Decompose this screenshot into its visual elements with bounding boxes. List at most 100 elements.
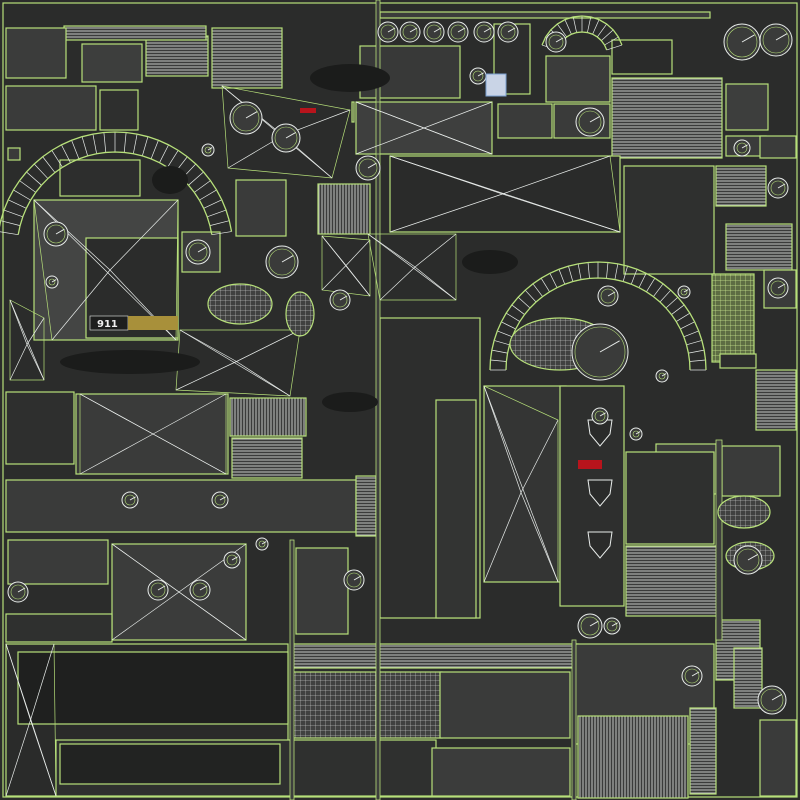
- uv-wire-edge: [483, 492, 522, 583]
- emergency-number-text: 911: [97, 319, 118, 330]
- dash-arc-rib: [638, 273, 647, 288]
- steering-arc-top-rib: [0, 231, 19, 236]
- gauge-ring: [46, 224, 66, 244]
- uv-panel-island: [755, 369, 797, 431]
- gauge-needle: [261, 541, 267, 545]
- uv-panel-island: [5, 479, 357, 533]
- steering-arc-top-rib: [159, 144, 169, 163]
- steering-arc-top-rib: [92, 134, 97, 154]
- dash-arc-rib: [665, 296, 679, 309]
- uv-strip-island: [715, 439, 723, 641]
- uv-wire-edge: [26, 317, 45, 345]
- gauge-ring: [450, 24, 466, 40]
- uv-panel-island: [545, 55, 611, 103]
- gauge-needle: [387, 27, 396, 33]
- uv-panel-island: [291, 671, 443, 739]
- shadow-blob: [322, 392, 378, 412]
- gauge-ring: [426, 24, 442, 40]
- dash-arc-rib: [577, 263, 582, 280]
- gauge-ring: [402, 24, 418, 40]
- gauge-needle: [777, 283, 786, 289]
- gauge-ring: [268, 248, 296, 276]
- uv-wire-edge: [483, 385, 559, 583]
- steering-arc-top-rib: [199, 189, 217, 201]
- uv-wire-edge: [109, 199, 179, 271]
- gauge-ring: [594, 410, 606, 422]
- uv-panel-island: [611, 77, 723, 159]
- uv-panel-island: [5, 85, 97, 131]
- gauge-needle: [555, 37, 564, 43]
- uv-wire-edge: [321, 235, 371, 297]
- uv-panel-island: [5, 391, 75, 465]
- uv-wire-edge: [520, 492, 559, 583]
- uv-wire-edge: [423, 101, 493, 129]
- steering-arc-top-rib: [61, 144, 71, 163]
- dash-arc-rib: [688, 349, 705, 354]
- steering-arc-top-rib: [188, 171, 204, 186]
- gauge-needle: [589, 620, 599, 627]
- gauge-needle: [477, 72, 484, 77]
- uv-panel-island: [623, 165, 715, 275]
- gauge-ring: [188, 242, 208, 262]
- uv-panel-island: [577, 715, 689, 799]
- dash-arc-rib: [622, 266, 628, 282]
- seat-mesh-island: [207, 283, 273, 325]
- gauge-ring: [760, 688, 784, 712]
- gauge-ring: [606, 620, 618, 632]
- gauge-ring: [346, 572, 362, 588]
- uv-wire-edge: [367, 233, 457, 301]
- uv-panel-island: [733, 647, 763, 709]
- uv-strip-island: [571, 639, 577, 800]
- steering-arc-top-rib: [103, 132, 107, 153]
- gauge-ring: [10, 584, 26, 600]
- steering-arc-top-rib: [209, 220, 230, 226]
- steering-arc-top-rib: [71, 140, 80, 160]
- uv-panel-island: [5, 27, 67, 79]
- uv-wire-edge: [355, 127, 425, 155]
- uv-panel-island: [235, 179, 287, 237]
- gauge-hood-arc-rib: [592, 19, 600, 35]
- gauge-hood-arc-rib: [604, 36, 619, 46]
- gauge-ring: [476, 24, 492, 40]
- uv-panel-island: [63, 25, 207, 41]
- steering-arc-top-rib: [207, 209, 227, 218]
- uv-wire-edge: [379, 266, 416, 301]
- uv-panel-island: [379, 11, 711, 19]
- gauge-ring: [658, 372, 666, 380]
- steering-arc-top-rib: [150, 140, 159, 160]
- gauge-needle: [607, 291, 616, 297]
- uv-wire-edge: [321, 265, 347, 291]
- steering-arc-top-rib: [203, 199, 222, 209]
- gauge-ring: [274, 126, 298, 150]
- gauge-ring: [578, 110, 602, 134]
- gauge-needle: [55, 228, 65, 235]
- steering-arc-top-rib: [194, 180, 211, 193]
- uv-panel-island: [439, 671, 571, 739]
- dash-arc-rib: [689, 359, 706, 362]
- gauge-needle: [683, 289, 689, 293]
- uv-panel-island: [7, 147, 21, 161]
- dash-arc-edge: [505, 277, 691, 371]
- gauge-needle: [199, 585, 208, 591]
- uv-wire-edge: [520, 419, 559, 493]
- gauge-needle: [409, 27, 418, 33]
- steering-arc-top-rib: [0, 220, 21, 226]
- uv-panel-island: [625, 545, 719, 617]
- gauge-ring: [124, 494, 136, 506]
- dash-arc-rib: [671, 304, 685, 315]
- dash-arc-rib: [646, 277, 656, 292]
- gauge-ring: [736, 142, 748, 154]
- gauge-ring: [632, 430, 640, 438]
- uv-wire-edge: [111, 591, 180, 641]
- gauge-ring: [580, 616, 600, 636]
- gauge-needle: [457, 27, 466, 33]
- gauge-needle: [339, 295, 348, 301]
- gauge-needle: [635, 431, 641, 435]
- dash-arc-rib: [587, 262, 590, 279]
- uv-panel-island: [355, 475, 377, 537]
- uv-panel-island: [211, 27, 283, 89]
- red-sticker-icon-small: [300, 108, 316, 113]
- uv-wire-edge: [33, 199, 111, 271]
- uv-wire-edge: [79, 433, 154, 475]
- uv-panel-island: [7, 539, 109, 585]
